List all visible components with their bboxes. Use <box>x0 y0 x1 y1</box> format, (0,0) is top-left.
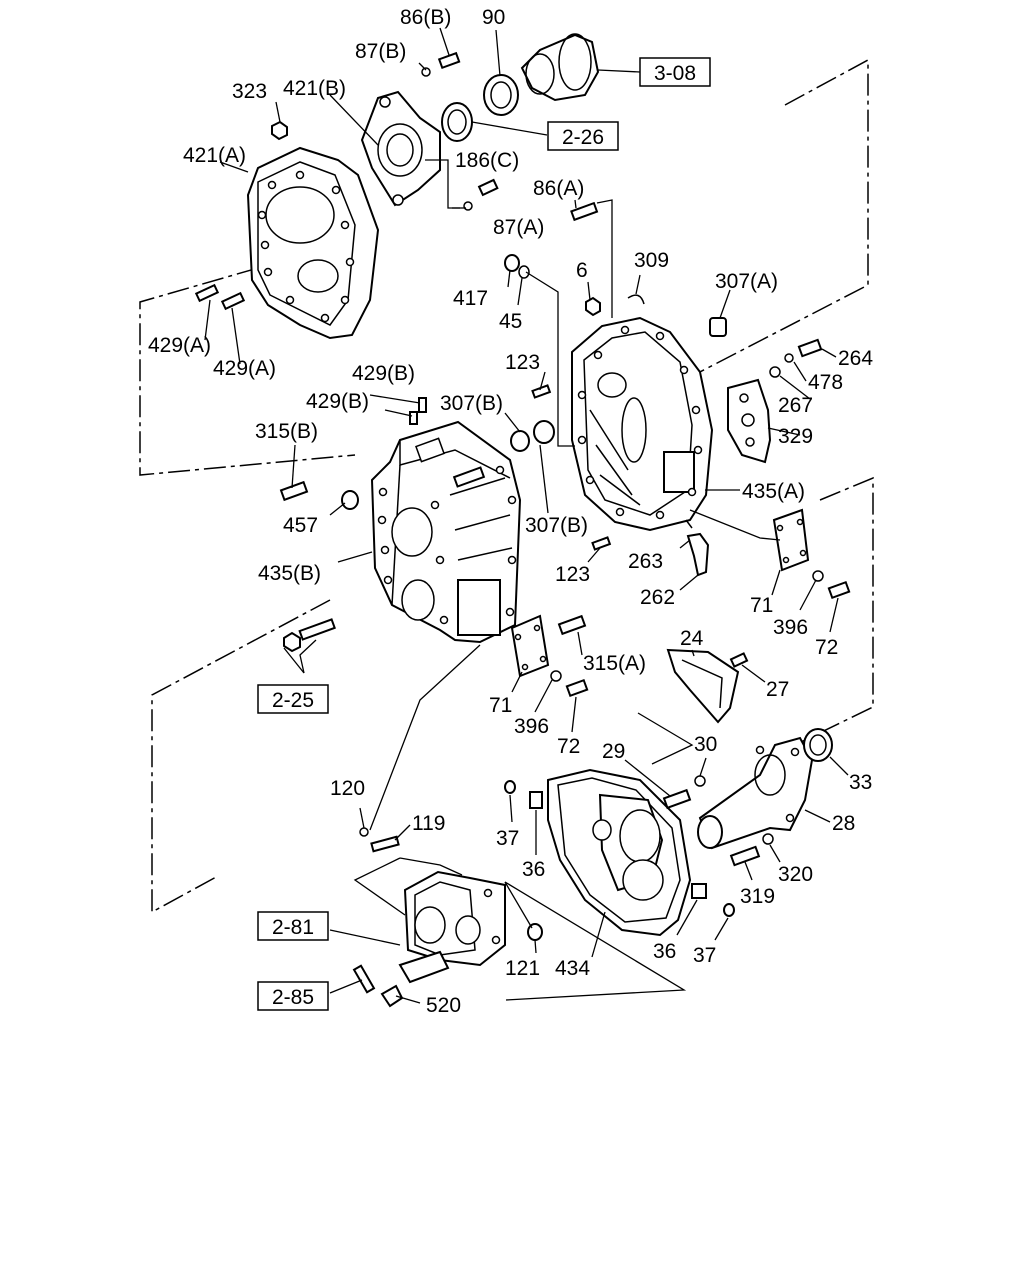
part-label-24: 24 <box>680 627 704 650</box>
part-label-28: 28 <box>832 812 855 835</box>
part-label-36-upper: 36 <box>522 858 545 881</box>
part-label-45: 45 <box>499 310 522 333</box>
part-label-396-right: 396 <box>773 616 808 639</box>
part-label-429b-2: 429(B) <box>306 390 369 413</box>
part-label-72-right: 72 <box>815 636 838 659</box>
part-label-264: 264 <box>838 347 873 370</box>
part-labels: 86(B) 90 87(B) 323 421(B) 421(A) 186(C) … <box>148 6 873 1017</box>
part-label-429a-2: 429(A) <box>213 357 276 380</box>
part-label-434: 434 <box>555 957 590 980</box>
reference-box-2-26[interactable]: 2-26 <box>547 121 619 151</box>
part-label-36-lower: 36 <box>653 940 676 963</box>
part-label-72-left: 72 <box>557 735 580 758</box>
part-label-29: 29 <box>602 740 625 763</box>
part-label-396-left: 396 <box>514 715 549 738</box>
reference-box-2-81[interactable]: 2-81 <box>257 911 329 941</box>
part-label-315b: 315(B) <box>255 420 318 443</box>
part-label-90: 90 <box>482 6 505 29</box>
part-label-457: 457 <box>283 514 318 537</box>
reference-label-2-25: 2-25 <box>272 689 314 712</box>
part-label-263: 263 <box>628 550 663 573</box>
part-label-267: 267 <box>778 394 813 417</box>
part-label-421a: 421(A) <box>183 144 246 167</box>
oil-seal-90 <box>483 74 519 116</box>
part-label-119: 119 <box>412 812 445 835</box>
rear-cover-housing-421a <box>246 146 380 340</box>
part-label-417: 417 <box>453 287 488 310</box>
reference-box-2-85[interactable]: 2-85 <box>257 981 329 1011</box>
dowel-pins-429b <box>409 397 427 425</box>
part-label-6: 6 <box>576 259 588 282</box>
part-label-262: 262 <box>640 586 675 609</box>
part-label-323: 323 <box>232 80 267 103</box>
flywheel-housing-434 <box>547 768 692 937</box>
part-label-123-lower: 123 <box>555 563 590 586</box>
part-label-320: 320 <box>778 863 813 886</box>
bearing-retainer-421b <box>360 90 441 207</box>
reference-label-2-26: 2-26 <box>562 126 604 149</box>
clutch-small-parts <box>504 775 735 917</box>
part-label-27: 27 <box>766 678 789 701</box>
reference-box-3-08[interactable]: 3-08 <box>639 57 711 87</box>
part-label-307b-1: 307(B) <box>440 392 503 415</box>
part-label-86b: 86(B) <box>400 6 451 29</box>
dowel-pins-429a <box>194 283 246 311</box>
reference-box-2-25[interactable]: 2-25 <box>257 684 329 714</box>
part-label-123-upper: 123 <box>505 351 540 374</box>
oil-seal-33 <box>803 728 833 762</box>
reference-label-2-81: 2-81 <box>272 916 314 939</box>
part-label-309: 309 <box>634 249 669 272</box>
part-label-121: 121 <box>505 957 540 980</box>
part-label-87b: 87(B) <box>355 40 406 63</box>
part-label-421b: 421(B) <box>283 77 346 100</box>
part-label-30: 30 <box>694 733 717 756</box>
bracket-24 <box>666 648 749 724</box>
part-label-37-upper: 37 <box>496 827 519 850</box>
part-label-435a: 435(A) <box>742 480 805 503</box>
companion-flange-3-08 <box>520 33 600 102</box>
part-label-520: 520 <box>426 994 461 1017</box>
part-label-478: 478 <box>808 371 843 394</box>
cover-329 <box>727 378 772 464</box>
reference-label-2-85: 2-85 <box>272 986 314 1009</box>
part-label-37-lower: 37 <box>693 944 716 967</box>
oil-seal-2-26 <box>441 102 473 142</box>
oil-pump-assembly <box>352 827 543 1008</box>
case-small-parts-right <box>504 254 823 577</box>
part-label-319: 319 <box>740 885 775 908</box>
leader-lines <box>204 27 849 1004</box>
part-label-329: 329 <box>778 425 813 448</box>
part-label-120: 120 <box>330 777 365 800</box>
part-label-71-right: 71 <box>750 594 773 617</box>
release-bearing-housing-28 <box>697 736 814 850</box>
part-label-307b-2: 307(B) <box>525 514 588 537</box>
part-label-315a: 315(A) <box>583 652 646 675</box>
intermediate-case-435b <box>370 420 522 644</box>
part-label-429a-1: 429(A) <box>148 334 211 357</box>
cover-plate-71-right <box>772 508 851 600</box>
cover-plate-71-left <box>510 614 589 698</box>
bolts-319-320 <box>729 833 774 867</box>
part-label-429b-1: 429(B) <box>352 362 415 385</box>
part-label-186c: 186(C) <box>455 149 519 172</box>
part-label-307a: 307(A) <box>715 270 778 293</box>
part-label-71-left: 71 <box>489 694 512 717</box>
reference-label-3-08: 3-08 <box>654 62 696 85</box>
part-label-87a: 87(A) <box>493 216 544 239</box>
part-label-33: 33 <box>849 771 872 794</box>
part-label-435b: 435(B) <box>258 562 321 585</box>
part-label-86a: 86(A) <box>533 177 584 200</box>
transmission-case-435a <box>571 316 714 532</box>
